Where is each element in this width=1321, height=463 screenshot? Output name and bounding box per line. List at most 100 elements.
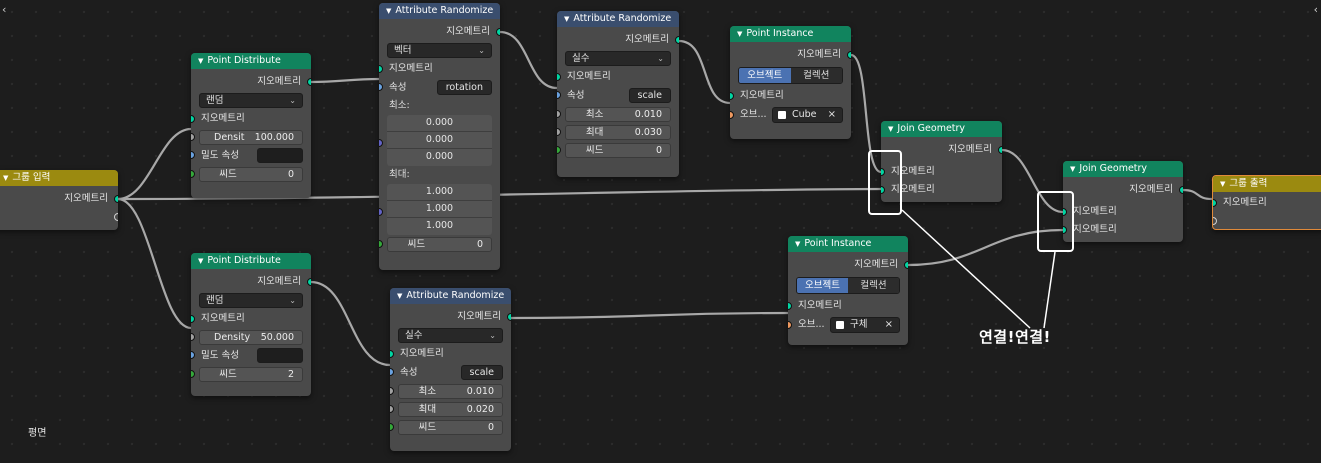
output-socket-geometry[interactable] <box>507 313 511 321</box>
input-socket-geometry[interactable] <box>191 115 195 123</box>
region-toggle-left[interactable]: ‹ <box>2 3 7 16</box>
node-header[interactable]: ▼Point Distribute <box>191 53 311 69</box>
output-socket-geometry[interactable] <box>675 36 679 44</box>
node-header[interactable]: ▼그룹 출력 <box>1213 176 1321 192</box>
input-socket-max[interactable] <box>379 208 383 216</box>
collapse-icon[interactable]: ▼ <box>1070 165 1076 173</box>
max-z-field[interactable]: 1.000 <box>387 218 492 235</box>
node-header[interactable]: ▼Attribute Randomize <box>390 288 511 304</box>
input-socket-empty[interactable] <box>1213 217 1217 225</box>
data-type-dropdown[interactable]: 실수⌄ <box>398 328 503 343</box>
output-socket-geometry[interactable] <box>114 195 118 203</box>
input-socket-seed[interactable] <box>191 170 195 178</box>
collapse-icon[interactable]: ▼ <box>888 125 894 133</box>
input-socket-object[interactable] <box>730 111 734 119</box>
node-header[interactable]: ▼Attribute Randomize <box>379 3 500 19</box>
min-y-field[interactable]: 0.000 <box>387 132 492 149</box>
density-attribute-field[interactable] <box>257 348 303 363</box>
node-header[interactable]: ▼Join Geometry <box>881 121 1002 137</box>
data-type-dropdown[interactable]: 벡터⌄ <box>387 43 492 58</box>
distribute-mode-dropdown[interactable]: 랜덤⌄ <box>199 293 303 308</box>
output-socket-geometry[interactable] <box>496 28 500 36</box>
max-vector-field[interactable]: 1.000 1.000 1.000 <box>387 184 492 235</box>
input-socket-max[interactable] <box>557 128 561 136</box>
collapse-icon[interactable]: ▼ <box>3 174 9 182</box>
input-socket-geometry[interactable] <box>1213 199 1217 207</box>
collapse-icon[interactable]: ▼ <box>198 57 204 65</box>
output-socket-geometry[interactable] <box>307 278 311 286</box>
input-socket-seed[interactable] <box>191 370 195 378</box>
collapse-icon[interactable]: ▼ <box>397 292 403 300</box>
input-socket-attribute[interactable] <box>557 91 561 99</box>
max-y-field[interactable]: 1.000 <box>387 201 492 218</box>
output-socket-geometry[interactable] <box>1179 186 1183 194</box>
toggle-collection[interactable]: 컬렉션 <box>848 278 899 293</box>
distribute-mode-dropdown[interactable]: 랜덤⌄ <box>199 93 303 108</box>
node-header[interactable]: ▼Point Instance <box>730 26 851 42</box>
toggle-object[interactable]: 오브젝트 <box>797 278 848 293</box>
object-field[interactable]: Cube× <box>772 107 843 123</box>
input-socket-seed[interactable] <box>557 146 561 154</box>
input-socket-seed[interactable] <box>390 423 394 431</box>
input-socket-object[interactable] <box>788 321 792 329</box>
input-socket-max[interactable] <box>390 405 394 413</box>
output-socket-empty[interactable] <box>114 213 118 221</box>
node-join-geometry-2[interactable]: ▼Join Geometry 지오메트리 지오메트리 지오메트리 <box>1063 161 1183 242</box>
data-type-dropdown[interactable]: 실수⌄ <box>565 51 671 66</box>
input-socket-attribute[interactable] <box>379 83 383 91</box>
input-socket-min[interactable] <box>390 387 394 395</box>
node-header[interactable]: ▼Attribute Randomize <box>557 11 679 27</box>
input-socket-density[interactable] <box>191 333 195 341</box>
input-socket-attribute[interactable] <box>390 368 394 376</box>
input-socket-min[interactable] <box>557 110 561 118</box>
input-socket-density[interactable] <box>191 133 195 141</box>
output-socket-geometry[interactable] <box>307 78 311 86</box>
output-socket-geometry[interactable] <box>998 146 1002 154</box>
min-x-field[interactable]: 0.000 <box>387 115 492 132</box>
collapse-icon[interactable]: ▼ <box>1220 180 1226 188</box>
attribute-name-field[interactable]: scale <box>628 88 671 103</box>
node-group-input[interactable]: ▼그룹 입력 지오메트리 <box>0 170 118 230</box>
node-header[interactable]: ▼Point Instance <box>788 236 908 252</box>
input-socket-density-attribute[interactable] <box>191 151 195 159</box>
input-socket-seed[interactable] <box>379 240 383 248</box>
collapse-icon[interactable]: ▼ <box>795 240 801 248</box>
object-field[interactable]: 구체× <box>830 317 900 333</box>
attribute-name-field[interactable]: scale <box>460 365 503 380</box>
node-header[interactable]: ▼그룹 입력 <box>0 170 118 186</box>
collapse-icon[interactable]: ▼ <box>386 7 392 15</box>
node-point-distribute-1[interactable]: ▼Point Distribute 지오메트리 랜덤⌄ 지오메트리 Densit… <box>191 53 311 198</box>
input-socket-min[interactable] <box>379 139 383 147</box>
input-socket-geometry[interactable] <box>379 65 383 73</box>
output-socket-geometry[interactable] <box>847 51 851 59</box>
node-point-distribute-2[interactable]: ▼Point Distribute 지오메트리 랜덤⌄ 지오메트리 Densit… <box>191 253 311 396</box>
output-socket-geometry[interactable] <box>904 261 908 269</box>
input-socket-geometry[interactable] <box>390 350 394 358</box>
region-toggle-right[interactable]: ‹ <box>1313 3 1318 16</box>
input-socket-density-attribute[interactable] <box>191 351 195 359</box>
attribute-name-field[interactable]: rotation <box>436 80 492 95</box>
collapse-icon[interactable]: ▼ <box>737 30 743 38</box>
toggle-object[interactable]: 오브젝트 <box>739 68 791 83</box>
min-z-field[interactable]: 0.000 <box>387 149 492 166</box>
density-attribute-field[interactable] <box>257 148 303 163</box>
collapse-icon[interactable]: ▼ <box>564 15 570 23</box>
node-header[interactable]: ▼Point Distribute <box>191 253 311 269</box>
